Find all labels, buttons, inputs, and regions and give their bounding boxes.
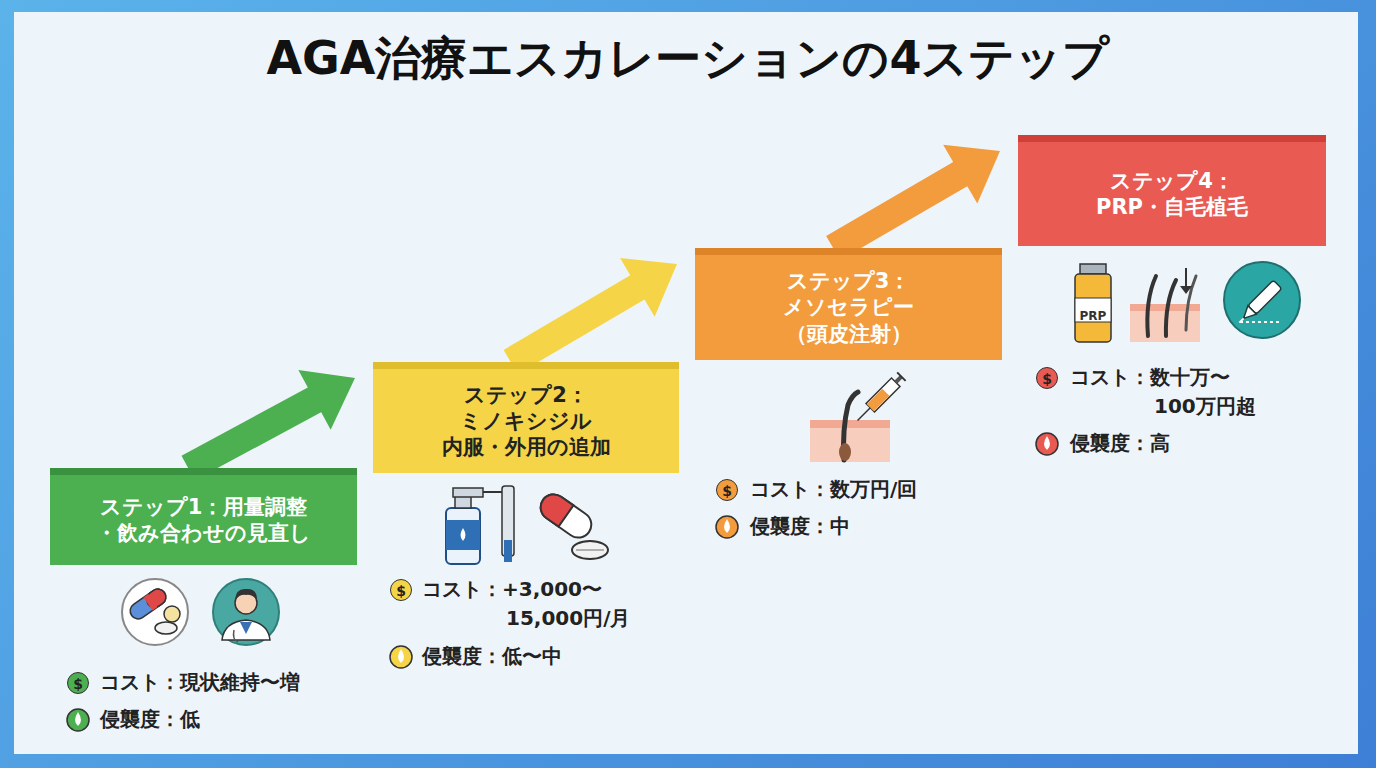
surgical-pen-icon <box>1224 262 1300 338</box>
pill-icon <box>122 579 188 645</box>
arrow-shaft <box>511 286 639 362</box>
step-text-group: ステップ3： メソセラピー （頭皮注射） <box>783 268 914 347</box>
step-title: ステップ4： PRP・自毛植毛 <box>1096 168 1248 221</box>
capsule-icon <box>536 489 608 559</box>
escalation-arrow <box>511 258 677 362</box>
cost-note: 侵襲度：高 <box>1070 429 1170 458</box>
arrow-shaft <box>188 399 316 468</box>
step-text-group: ステップ4： PRP・自毛植毛 <box>1096 168 1248 221</box>
currency-icon: $ <box>1036 367 1058 389</box>
currency-icon: $ <box>67 672 89 694</box>
doctor-icon <box>213 579 279 645</box>
cost-note: コスト：数万円/回 <box>750 475 917 504</box>
scalp-injection-icon <box>810 372 906 462</box>
cost-note: 侵襲度：低 <box>100 705 200 734</box>
escalation-arrow <box>188 370 355 468</box>
cost-note: 侵襲度：中 <box>750 512 850 541</box>
cost-note: 侵襲度：低〜中 <box>422 642 562 671</box>
cost-note: コスト：数十万〜 100万円超 <box>1070 363 1256 421</box>
arrow-shaft <box>833 173 962 248</box>
step-title: ステップ1：用量調整 ・飲み合わせの見直し <box>96 494 311 547</box>
cost-note: コスト：現状維持〜増 <box>100 668 300 697</box>
step-title: ステップ3： メソセラピー （頭皮注射） <box>783 268 914 347</box>
step-box: ステップ4： PRP・自毛植毛 <box>1018 135 1326 246</box>
prp-vial-icon <box>1075 264 1111 342</box>
spray-bottle-icon <box>446 486 514 564</box>
hair-transplant-icon <box>1130 268 1200 342</box>
diagram-title: AGA治療エスカレーションの4ステップ <box>0 28 1376 90</box>
vial-label: PRP <box>1080 310 1107 322</box>
arrow-head <box>620 258 677 317</box>
step-box: ステップ3： メソセラピー （頭皮注射） <box>695 248 1002 360</box>
cost-note: コスト：+3,000〜 15,000円/月 <box>422 575 630 633</box>
step-title: ステップ2： ミノキシジル 内服・外用の追加 <box>442 382 611 461</box>
currency-icon: $ <box>390 579 412 601</box>
step-text-group: ステップ2： ミノキシジル 内服・外用の追加 <box>442 382 611 461</box>
step-text-group: ステップ1：用量調整 ・飲み合わせの見直し <box>96 494 311 547</box>
escalation-arrow <box>833 145 1000 248</box>
arrow-head <box>298 370 355 430</box>
step-box: ステップ2： ミノキシジル 内服・外用の追加 <box>373 362 679 473</box>
currency-icon: $ <box>716 479 738 501</box>
arrow-head <box>943 145 1000 204</box>
step-box: ステップ1：用量調整 ・飲み合わせの見直し <box>50 468 357 565</box>
